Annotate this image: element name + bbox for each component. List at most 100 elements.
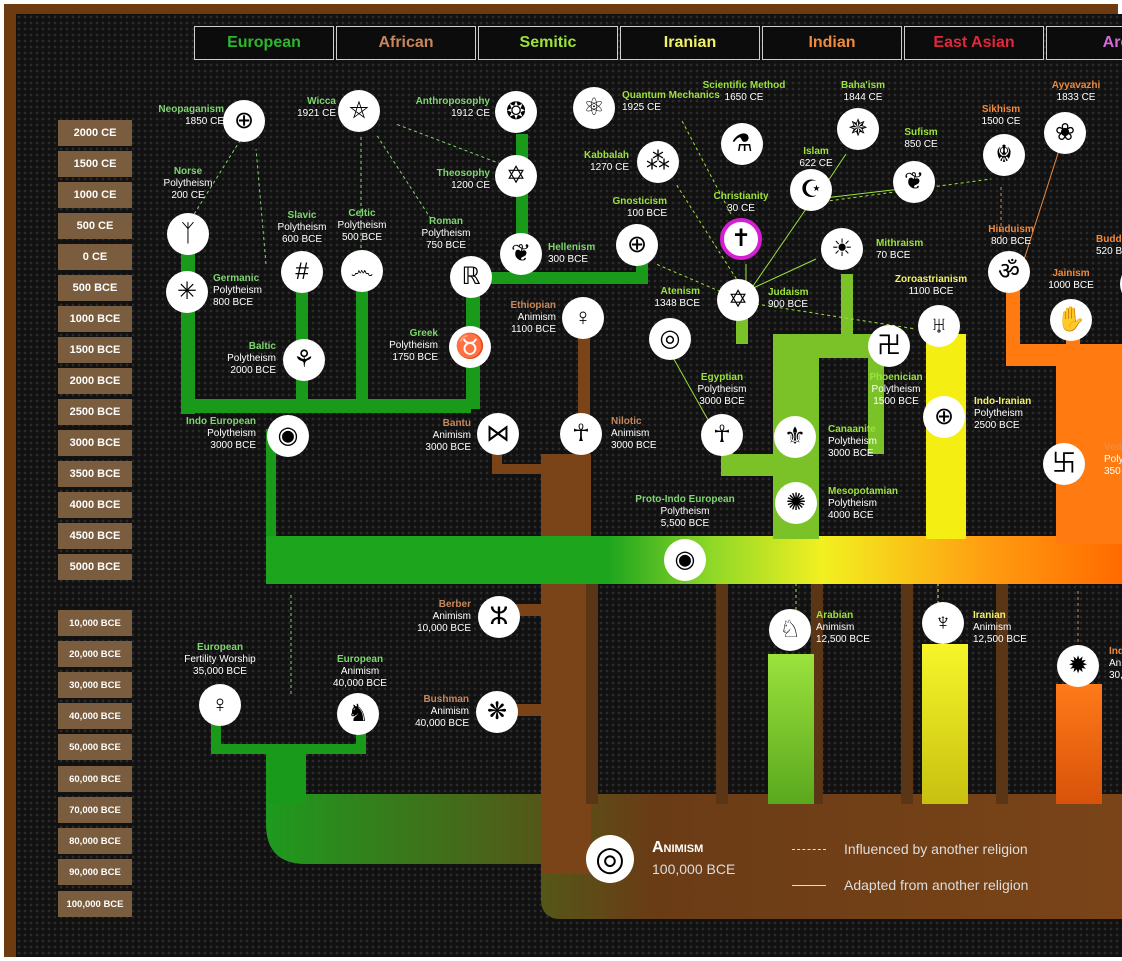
valknut-icon: ᛉ <box>167 213 209 255</box>
timeline-label: 2000 BCE <box>58 368 132 394</box>
canaanite-icon: ⚜ <box>774 416 816 458</box>
triskele-icon: ෴ <box>341 250 383 292</box>
node-date: 900 BCE <box>768 299 809 310</box>
tree-of-life-icon: ⁂ <box>637 141 679 183</box>
node-subtitle: Polytheism <box>828 436 877 447</box>
triple-spiral-icon: ❂ <box>495 91 537 133</box>
header-iranian: Iranian <box>620 26 760 60</box>
node-date: 1850 CE <box>185 116 224 127</box>
sun-icon: ☀ <box>821 228 863 270</box>
node-name: Scientific Method <box>702 80 786 91</box>
lotus-icon: ❀ <box>1044 112 1086 154</box>
node-date: 200 CE <box>171 190 205 201</box>
legend-title: Animism <box>652 839 704 856</box>
aten-icon: ◎ <box>649 318 691 360</box>
node-name: Egyptian <box>700 372 744 383</box>
sun-cross-icon: ⊕ <box>923 396 965 438</box>
node-date: 12,500 BCE <box>973 634 1027 645</box>
timeline-label: 90,000 BCE <box>58 859 132 885</box>
node-name: Hellenism <box>548 242 596 253</box>
node-name: Ind <box>1109 646 1122 657</box>
node-name: Islam <box>803 146 829 157</box>
node-name: Celtic <box>348 208 376 219</box>
node-name: European <box>196 642 244 653</box>
jain-hand-icon: ✋ <box>1050 299 1092 341</box>
node-name: Phoenician <box>869 372 923 383</box>
header-semitic: Semitic <box>478 26 618 60</box>
baltic-tree-icon: ⚘ <box>283 339 325 381</box>
timeline-label: 100,000 BCE <box>58 891 132 917</box>
timeline-label: 4000 BCE <box>58 492 132 518</box>
node-name: Mesopotamian <box>828 486 899 497</box>
node-date: 350 <box>1104 466 1121 477</box>
legend-dashed-label: Influenced by another religion <box>844 841 1028 857</box>
node-label: VedPolyt350 <box>1104 442 1122 478</box>
node-date: 12,500 BCE <box>816 634 870 645</box>
node-name: Germanic <box>213 273 260 284</box>
bantu-icon: ⋈ <box>477 413 519 455</box>
timeline-label: 1500 CE <box>58 151 132 177</box>
node-date: 1348 BCE <box>654 298 700 309</box>
node-subtitle: Polytheism <box>871 384 921 395</box>
node-name: Greek <box>409 328 438 339</box>
node-date: 1833 CE <box>1056 92 1096 103</box>
indian-animism-trunk <box>1056 684 1102 804</box>
node-date: 1650 CE <box>724 92 764 103</box>
pentacle-icon: ⛤ <box>338 90 380 132</box>
dashed-line-sample <box>792 848 826 850</box>
node-date: 100 BCE <box>626 208 667 219</box>
atom-icon: ⚛ <box>573 87 615 129</box>
node-date: 622 CE <box>799 158 833 169</box>
node-name: Ayyavazhi <box>1051 80 1101 91</box>
laurel-icon: ❦ <box>500 233 542 275</box>
node-name: Christianity <box>713 191 769 202</box>
venus-figure-icon: ♀ <box>199 684 241 726</box>
node-date: 5,500 BCE <box>660 518 710 529</box>
node-subtitle: Polytheism <box>277 222 327 233</box>
timeline-label: 4500 BCE <box>58 523 132 549</box>
faravahar-icon: ♅ <box>918 305 960 347</box>
neopaganism-icon: ⊕ <box>223 100 265 142</box>
node-date: 1200 CE <box>451 180 490 191</box>
node-subtitle: Polytheism <box>163 178 213 189</box>
node-name: Mithraism <box>876 238 924 249</box>
circle-dot-icon: ◉ <box>664 539 706 581</box>
header-indian: Indian <box>762 26 902 60</box>
node-subtitle: Polytheism <box>213 285 262 296</box>
spqr-icon: ℝ <box>450 256 492 298</box>
crescent-icon: ☪ <box>790 169 832 211</box>
bull-icon: ♉ <box>449 326 491 368</box>
node-name: Hinduism <box>988 224 1034 235</box>
dharma-wheel-icon: ☸ <box>1120 263 1122 305</box>
node-subtitle: Polytheism <box>697 384 747 395</box>
animal-icon: ♞ <box>337 693 379 735</box>
node-date: 10,000 BCE <box>417 623 471 634</box>
slavic-icon: # <box>281 251 323 293</box>
node-date: 1100 BCE <box>908 286 954 297</box>
node-name: Indo-Iranian <box>974 396 1032 407</box>
node-name: Norse <box>173 166 203 177</box>
legend-solid-label: Adapted from another religion <box>844 877 1029 893</box>
node-name: Quantum Mechanics <box>622 90 720 101</box>
spiral-icon: ◎ <box>586 835 634 883</box>
node-date: 300 BCE <box>548 254 589 265</box>
